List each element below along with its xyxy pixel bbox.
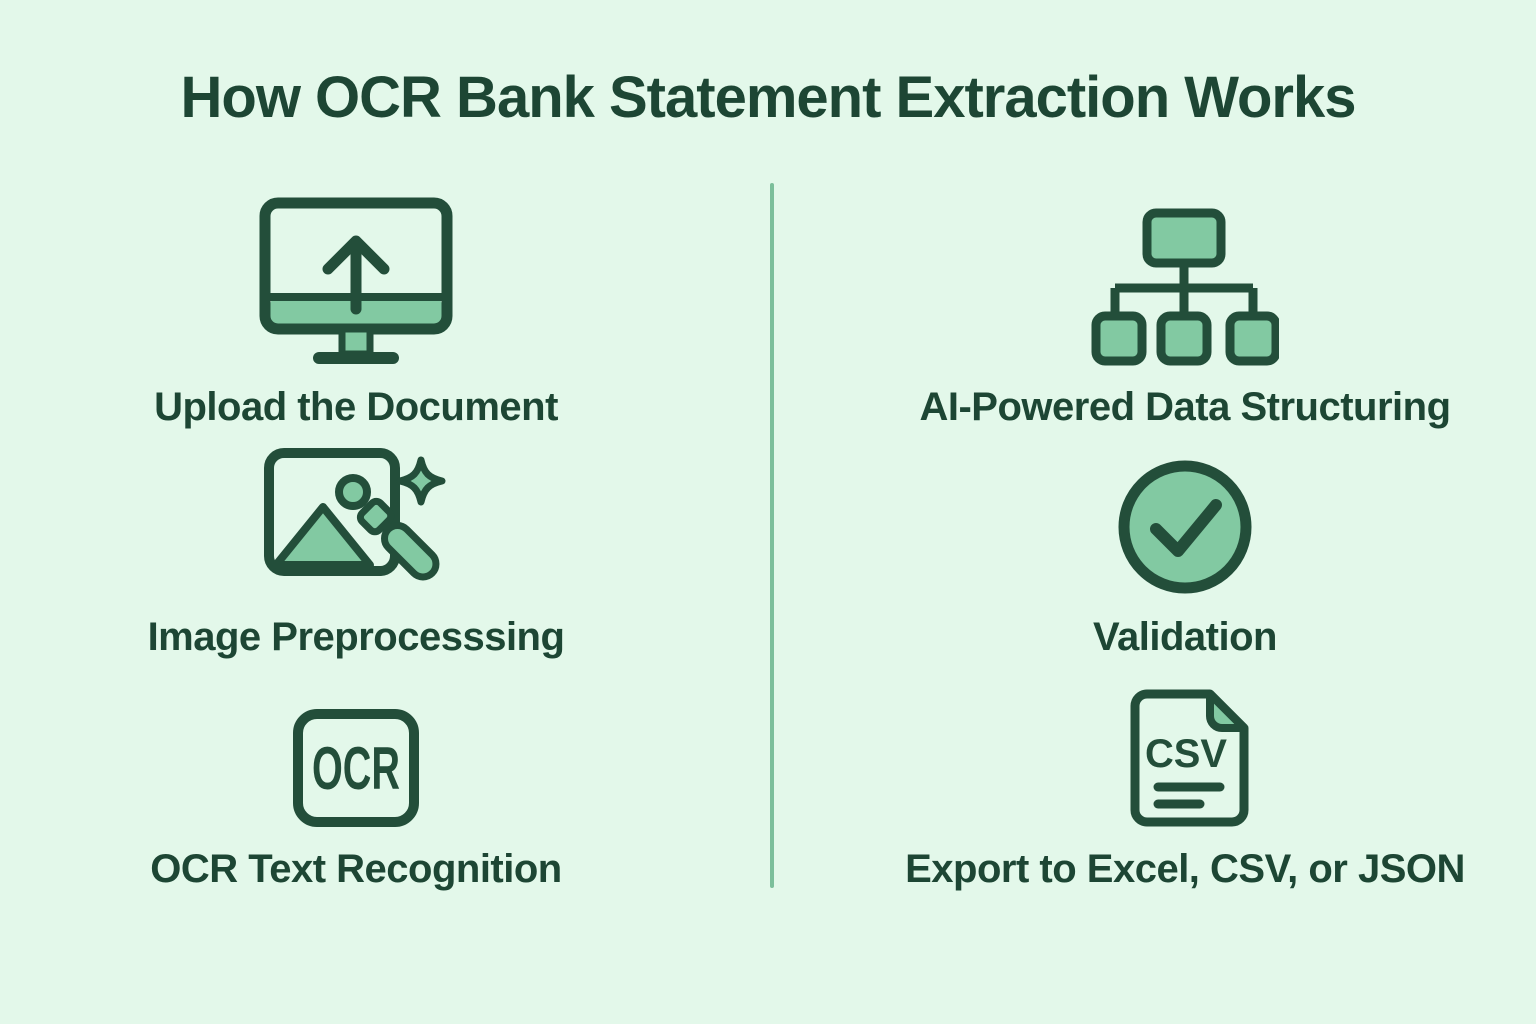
ocr-badge-icon: OCR: [293, 709, 419, 827]
column-divider: [770, 183, 774, 888]
step-label: OCR Text Recognition: [150, 847, 562, 891]
step-label: Image Preprocesssing: [147, 615, 565, 659]
page-title: How OCR Bank Statement Extraction Works: [180, 65, 1357, 130]
left-column: Upload the Document Image Preprocesssing…: [26, 180, 686, 900]
ocr-badge-text: OCR: [312, 735, 400, 802]
right-column: AI-Powered Data Structuring Validation C…: [860, 180, 1510, 900]
step-label: Validation: [1093, 615, 1277, 659]
step-label: Export to Excel, CSV, or JSON: [905, 847, 1465, 891]
step-upload-document: Upload the Document: [26, 180, 686, 438]
step-ocr-text-recognition: OCR OCR Text Recognition: [26, 668, 686, 900]
image-preprocessing-icon: [264, 448, 446, 581]
step-ai-data-structuring: AI-Powered Data Structuring: [860, 180, 1510, 438]
step-image-preprocessing: Image Preprocesssing: [26, 438, 686, 668]
step-export: CSV Export to Excel, CSV, or JSON: [860, 668, 1510, 900]
monitor-upload-icon: [259, 197, 453, 364]
csv-file-text: CSV: [1145, 732, 1227, 776]
step-label: Upload the Document: [154, 385, 558, 429]
checkmark-circle-icon: [1118, 460, 1252, 594]
step-validation: Validation: [860, 438, 1510, 668]
step-label: AI-Powered Data Structuring: [919, 385, 1451, 429]
csv-file-icon: CSV: [1130, 689, 1249, 827]
hierarchy-icon: [1091, 208, 1279, 366]
